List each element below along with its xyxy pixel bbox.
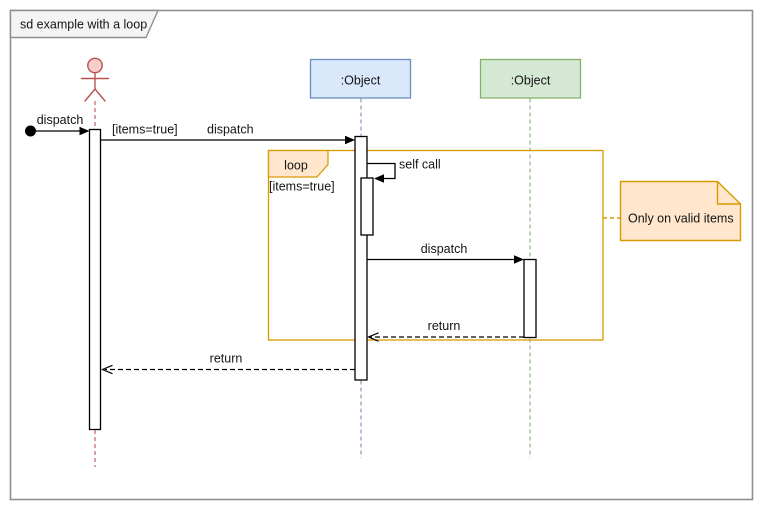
actor-leg-right (94, 88, 106, 102)
message-initial-dispatch: dispatch (25, 113, 90, 137)
solid-arrowhead-icon (79, 126, 90, 136)
open-arrowhead-icon (366, 332, 379, 342)
loop-operator-label: loop (284, 159, 308, 173)
activation-user (88, 128, 102, 431)
actor-figure (80, 57, 110, 102)
lifeline-object1-header (309, 58, 412, 99)
lifeline-object2-header (479, 58, 582, 99)
message-self-call: self call (367, 158, 441, 183)
frame-title-tab (9, 9, 160, 39)
lifeline-object1-label: :Object (341, 74, 381, 88)
message-guard: [items=true] (112, 123, 178, 137)
message-loop-dispatch: dispatch (367, 242, 524, 264)
activation-object1-nested (360, 177, 374, 236)
diagram-frame-border (9, 9, 754, 501)
note-shape (619, 180, 742, 242)
message-guarded-dispatch: [items=true] dispatch (100, 123, 355, 145)
message-label: dispatch (37, 113, 84, 127)
message-label: return (210, 352, 243, 366)
loop-fragment (267, 149, 604, 341)
message-label: dispatch (421, 242, 468, 256)
note-fold-corner-icon (716, 181, 741, 205)
message-loop-return: return (366, 319, 524, 342)
message-final-return: return (100, 352, 355, 375)
loop-guard-label: [items=true] (269, 180, 335, 194)
lifeline-object2-label: :Object (511, 74, 551, 88)
frame-title: sd example with a loop (20, 18, 147, 32)
activation-object1 (354, 135, 368, 381)
loop-operator-pentagon (267, 149, 329, 178)
message-label: return (428, 319, 461, 333)
solid-arrowhead-icon (514, 255, 524, 264)
message-label: dispatch (207, 123, 254, 137)
message-label: self call (399, 158, 441, 172)
initial-node-icon (25, 125, 36, 137)
activation-object2 (523, 258, 537, 339)
solid-arrowhead-icon (374, 174, 384, 183)
message-line (367, 162, 396, 180)
actor-head (87, 57, 103, 74)
actor-leg-left (84, 88, 96, 102)
note-text: Only on valid items (628, 212, 734, 226)
solid-arrowhead-icon (345, 135, 355, 145)
open-arrowhead-icon (100, 364, 113, 375)
